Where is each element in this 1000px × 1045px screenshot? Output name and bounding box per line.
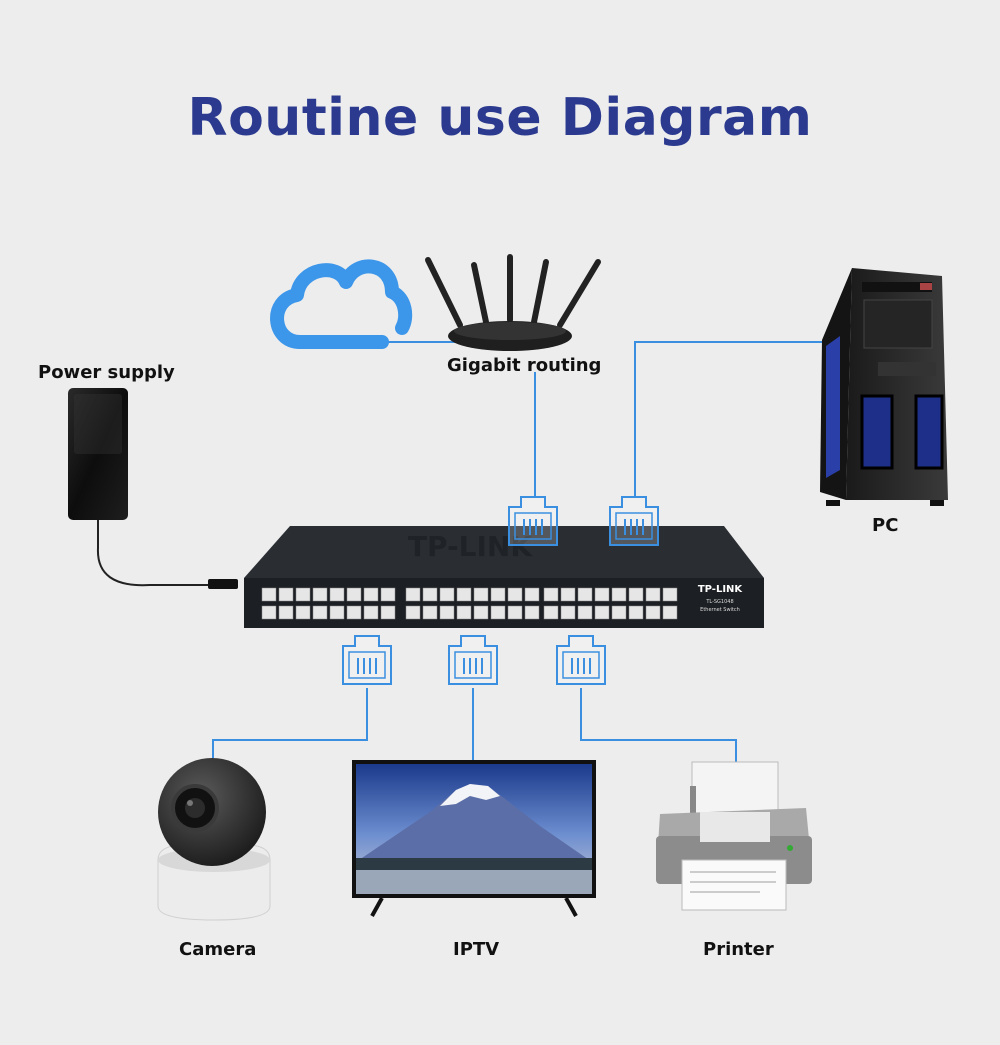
switch-port [490, 587, 506, 602]
rj45-jack-group [342, 496, 659, 685]
switch-port [473, 587, 489, 602]
ethernet-switch-icon: TP-LINK TP-LINK TL-SG1048 Ethernet Switc… [244, 526, 764, 628]
pc-label: PC [872, 515, 899, 536]
switch-port-grid [261, 587, 678, 620]
switch-port [490, 605, 506, 620]
switch-port [628, 587, 644, 602]
switch-port [662, 587, 678, 602]
switch-port [524, 587, 540, 602]
switch-port [329, 587, 345, 602]
rj45-jack-icon [556, 635, 606, 685]
switch-port [594, 587, 610, 602]
switch-port [577, 587, 593, 602]
switch-port [346, 605, 362, 620]
switch-port [594, 605, 610, 620]
switch-port [312, 587, 328, 602]
switch-port [543, 587, 559, 602]
switch-port [456, 587, 472, 602]
power-supply-icon [68, 388, 238, 589]
switch-port [456, 605, 472, 620]
printer-label: Printer [703, 939, 774, 960]
switch-port [295, 605, 311, 620]
camera-line [212, 688, 368, 760]
switch-port [543, 605, 559, 620]
switch-port [278, 605, 294, 620]
svg-text:TP-LINK: TP-LINK [408, 530, 533, 563]
rj45-jack-icon [448, 635, 498, 685]
switch-port [363, 587, 379, 602]
switch-port [507, 605, 523, 620]
connection-lines [212, 341, 822, 770]
switch-port [507, 587, 523, 602]
tv-icon [352, 760, 596, 917]
switch-port [405, 605, 421, 620]
switch-port [261, 605, 277, 620]
switch-port [329, 605, 345, 620]
switch-port [577, 605, 593, 620]
switch-port [346, 587, 362, 602]
printer-icon [656, 761, 812, 911]
switch-port [405, 587, 421, 602]
switch-port [380, 587, 396, 602]
switch-brand: TP-LINK [698, 584, 744, 595]
camera-icon [157, 758, 271, 921]
switch-port [439, 587, 455, 602]
switch-port [645, 605, 661, 620]
iptv-label: IPTV [453, 939, 500, 960]
rj45-jack-icon [342, 635, 392, 685]
switch-port [611, 605, 627, 620]
switch-port [295, 587, 311, 602]
switch-port [261, 587, 277, 602]
power-supply-label: Power supply [38, 362, 175, 383]
cloud-icon [270, 259, 413, 349]
switch-port [645, 587, 661, 602]
switch-port [560, 605, 576, 620]
switch-port [611, 587, 627, 602]
printer-line [580, 688, 737, 770]
switch-type: Ethernet Switch [700, 607, 740, 613]
camera-label: Camera [179, 939, 257, 960]
gigabit-routing-label: Gigabit routing [447, 355, 602, 376]
rj45-jack-icon [609, 496, 659, 546]
switch-port [662, 605, 678, 620]
switch-port [380, 605, 396, 620]
page-title: Routine use Diagram [187, 88, 813, 148]
switch-port [473, 605, 489, 620]
pc-switch-line [634, 341, 822, 497]
switch-port [363, 605, 379, 620]
switch-port [524, 605, 540, 620]
router-icon [425, 254, 601, 351]
switch-port [439, 605, 455, 620]
pc-tower-icon [820, 268, 948, 506]
switch-port [312, 605, 328, 620]
switch-port [422, 587, 438, 602]
switch-port [628, 605, 644, 620]
switch-model: TL-SG1048 [705, 599, 733, 605]
rj45-jack-icon [508, 496, 558, 546]
switch-port [560, 587, 576, 602]
switch-port [422, 605, 438, 620]
switch-port [278, 587, 294, 602]
